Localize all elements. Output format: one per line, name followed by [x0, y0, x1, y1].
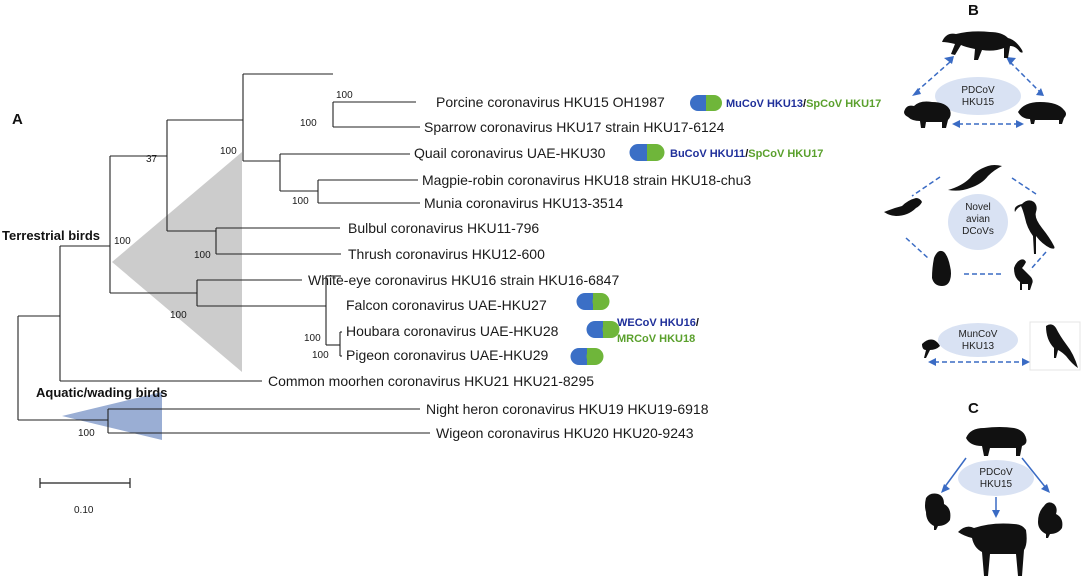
panel-label-a: A: [12, 111, 23, 128]
bootstrap-value: 100: [300, 118, 317, 129]
bird-icon: [948, 165, 1002, 191]
recombination-pill-icon: [570, 348, 604, 365]
ellipse-label: HKU13: [962, 341, 995, 352]
pig-icon: [904, 101, 951, 128]
tip-label: Wigeon coronavirus HKU20 HKU20-9243: [436, 425, 694, 441]
bootstrap-value: 100: [220, 146, 237, 157]
tip-label: Munia coronavirus HKU13-3514: [424, 195, 623, 211]
tip-label: Night heron coronavirus HKU19 HKU19-6918: [426, 401, 709, 417]
scale-bar-label: 0.10: [74, 505, 94, 516]
transmission-arrow: [905, 237, 929, 259]
ellipse-label: avian: [966, 214, 990, 225]
host-network-ellipse: [948, 194, 1008, 250]
terrestrial-clade-triangle: [112, 152, 242, 372]
aquatic-clade-label: Aquatic/wading birds: [36, 385, 167, 400]
bootstrap-value: 100: [312, 350, 329, 361]
recombinant-label: MuCoV HKU13/SpCoV HKU17: [726, 98, 881, 110]
recombination-pill-icon: [576, 293, 610, 310]
tip-label: Porcine coronavirus HKU15 OH1987: [436, 94, 665, 110]
recombinant-label: WECoV HKU16/: [617, 317, 699, 329]
bootstrap-value: 100: [78, 428, 95, 439]
host-network-ellipse: [958, 460, 1034, 496]
ellipse-label: PDCoV: [979, 467, 1013, 478]
tip-label: Magpie-robin coronavirus HKU18 strain HK…: [422, 172, 751, 188]
chick-icon: [925, 493, 951, 530]
penguin-icon: [932, 250, 951, 286]
pig-icon: [966, 427, 1027, 456]
bootstrap-value: 100: [114, 236, 131, 247]
tip-label: White-eye coronavirus HKU16 strain HKU16…: [308, 272, 619, 288]
transmission-arrow: [1021, 457, 1047, 489]
tip-label: Sparrow coronavirus HKU17 strain HKU17-6…: [424, 119, 725, 135]
scale-bar: [39, 478, 131, 488]
parrot-icon: [1046, 324, 1078, 368]
tip-label: Falcon coronavirus UAE-HKU27: [346, 297, 547, 313]
bird-icon: [922, 339, 940, 358]
ellipse-label: DCoVs: [962, 226, 994, 237]
transmission-arrow: [1009, 61, 1041, 93]
leopard-cat-icon: [942, 31, 1023, 60]
bootstrap-value: 100: [194, 250, 211, 261]
panel-label-c: C: [968, 400, 979, 417]
recombinant-label: BuCoV HKU11/SpCoV HKU17: [670, 148, 823, 160]
transmission-arrow: [911, 176, 941, 197]
recombination-pill-icon: [586, 321, 620, 338]
tip-label: Bulbul coronavirus HKU11-796: [348, 220, 539, 236]
bootstrap-value: 100: [336, 90, 353, 101]
tip-label: Pigeon coronavirus UAE-HKU29: [346, 347, 549, 363]
ellipse-label: HKU15: [962, 97, 995, 108]
transmission-arrow: [1011, 177, 1037, 195]
transmission-arrow: [943, 457, 967, 489]
recombination-pill-icon: [629, 144, 665, 161]
tip-label: Common moorhen coronavirus HKU21 HKU21-8…: [268, 373, 594, 389]
ellipse-label: HKU15: [980, 479, 1013, 490]
transmission-arrow: [1029, 251, 1047, 271]
bird-icon: [884, 198, 922, 216]
host-network-ellipse: [935, 77, 1021, 115]
panel-label-b: B: [968, 2, 979, 19]
terrestrial-clade-label: Terrestrial birds: [2, 228, 100, 243]
aquatic-clade-triangle: [62, 392, 162, 440]
badger-icon: [1018, 102, 1066, 124]
ellipse-label: MunCoV: [959, 329, 998, 340]
ellipse-label: PDCoV: [961, 85, 995, 96]
tip-label: Houbara coronavirus UAE-HKU28: [346, 323, 559, 339]
egret-icon: [1014, 259, 1033, 290]
recombinant-label-line2: MRCoV HKU18: [617, 333, 695, 345]
recombination-pill-icon: [690, 95, 722, 111]
parrot-frame: [1029, 321, 1081, 371]
bootstrap-value: 37: [146, 154, 158, 165]
tip-label: Quail coronavirus UAE-HKU30: [414, 145, 606, 161]
ellipse-label: Novel: [965, 202, 991, 213]
chick-icon: [1038, 502, 1063, 538]
bootstrap-value: 100: [304, 333, 321, 344]
bootstrap-value: 100: [292, 196, 309, 207]
bootstrap-value: 100: [170, 310, 187, 321]
calf-icon: [958, 523, 1027, 576]
ibis-icon: [1014, 200, 1055, 254]
tip-label: Thrush coronavirus HKU12-600: [348, 246, 545, 262]
host-network-ellipse: [938, 323, 1018, 357]
tree-branches: [17, 73, 430, 434]
